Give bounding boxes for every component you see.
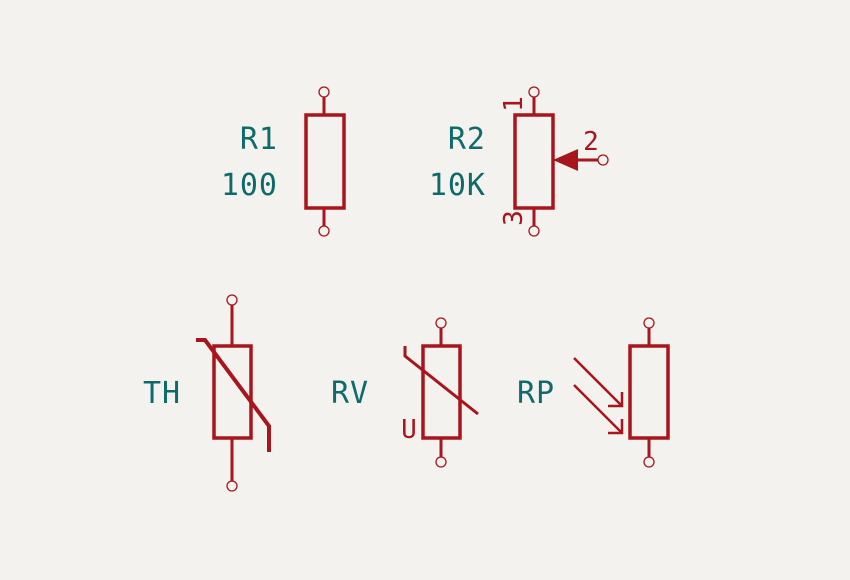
thermistor-th[interactable] [196, 294, 271, 492]
ref-label-rv: RV [331, 376, 369, 411]
ref-label-th: TH [143, 376, 181, 411]
resistor-body-r1 [304, 113, 346, 210]
pin-terminal-r1-top[interactable] [318, 86, 330, 98]
pin-terminal-rv-top[interactable] [435, 317, 447, 329]
light-arrow-icon [573, 357, 624, 435]
pin-terminal-th-bottom[interactable] [226, 480, 238, 492]
varistor-body-rv [421, 344, 462, 440]
pin-terminal-r2-1[interactable] [528, 86, 540, 98]
pin-number-r2-3: 3 [499, 210, 529, 226]
voltage-slash-icon [403, 346, 479, 416]
varistor-marker-rv: U [401, 415, 417, 445]
varistor-rv[interactable] [403, 317, 479, 468]
pin-terminal-r1-bottom[interactable] [318, 225, 330, 237]
ref-label-r2: R2 [448, 122, 486, 157]
pin-number-r2-1: 1 [499, 96, 529, 112]
value-label-r1: 100 [221, 168, 278, 203]
ref-label-r1: R1 [240, 122, 278, 157]
pin-terminal-r2-2[interactable] [597, 154, 609, 166]
pin-terminal-r2-3[interactable] [528, 225, 540, 237]
pin-terminal-rv-bottom[interactable] [435, 456, 447, 468]
potentiometer-r2[interactable] [513, 86, 609, 237]
pin-terminal-th-top[interactable] [226, 294, 238, 306]
pin-number-r2-2: 2 [583, 127, 599, 157]
pin-terminal-rp-top[interactable] [643, 317, 655, 329]
ref-label-rp: RP [517, 376, 555, 411]
photoresistor-body-rp [628, 344, 670, 440]
potentiometer-body-r2 [513, 113, 555, 210]
resistor-r1[interactable] [304, 86, 346, 237]
value-label-r2: 10K [429, 168, 486, 203]
photoresistor-rp[interactable] [573, 317, 670, 468]
pin-terminal-rp-bottom[interactable] [643, 456, 655, 468]
wiper-arrow-icon [553, 149, 578, 171]
temperature-slash-icon [196, 338, 271, 452]
